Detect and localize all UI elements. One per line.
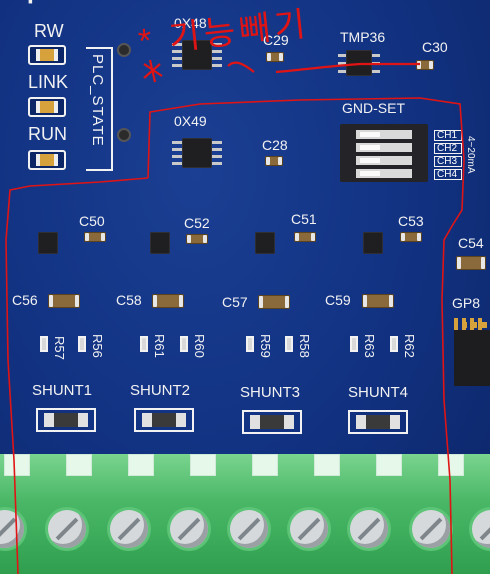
cap-c57 <box>258 295 290 309</box>
ic-0x48 <box>182 40 212 70</box>
cap-c54-label: C54 <box>458 235 484 251</box>
shunt3-label: SHUNT3 <box>240 384 301 401</box>
shunt4-label: SHUNT4 <box>348 384 409 401</box>
via-hole-1 <box>119 45 129 55</box>
cap-c52-label: C52 <box>184 215 210 231</box>
cap-c29-label: C29 <box>263 32 289 48</box>
via-hole-2 <box>119 130 129 140</box>
terminal-block <box>0 454 490 574</box>
shunt1-label: SHUNT1 <box>32 382 93 399</box>
resistor-r56 <box>78 336 86 352</box>
cap-c51-label: C51 <box>291 211 317 227</box>
cap-c54 <box>456 256 486 270</box>
terminal-screw-4 <box>170 510 208 548</box>
resistor-r60 <box>180 336 188 352</box>
top-marker: ▪ <box>28 0 33 9</box>
tmp36-label: TMP36 <box>340 29 386 45</box>
gnd-set-dip-switch[interactable] <box>340 124 428 182</box>
led-label-run: RUN <box>28 124 67 144</box>
plc-state-bracket <box>86 47 113 171</box>
resistor-r58 <box>285 336 293 352</box>
ch2-tag: CH2 <box>434 143 462 154</box>
cap-c50 <box>84 232 106 242</box>
r57-label: R57 <box>52 336 67 360</box>
cap-c52 <box>186 234 208 244</box>
gp8-label: GP8 <box>452 295 481 311</box>
terminal-screw-8 <box>412 510 450 548</box>
cap-c53-label: C53 <box>398 213 424 229</box>
r60-label: R60 <box>192 334 207 358</box>
ic-0x49 <box>182 138 212 168</box>
r61-label: R61 <box>152 334 167 358</box>
cap-c58-label: C58 <box>116 292 142 308</box>
ic-row-2 <box>150 232 170 254</box>
cap-c59-label: C59 <box>325 292 351 308</box>
resistor-r61 <box>140 336 148 352</box>
led-run <box>28 150 66 170</box>
r58-label: R58 <box>297 334 312 358</box>
terminal-screw-6 <box>290 510 328 548</box>
resistor-r63 <box>350 336 358 352</box>
ic-row-1 <box>38 232 58 254</box>
shunt1 <box>36 408 96 432</box>
terminal-screw-9 <box>472 510 490 548</box>
cap-c30-label: C30 <box>422 39 448 55</box>
ch4-tag: CH4 <box>434 169 462 180</box>
resistor-r59 <box>246 336 254 352</box>
cap-c28 <box>265 156 283 166</box>
shunt4 <box>348 410 408 434</box>
shunt2-label: SHUNT2 <box>130 382 191 399</box>
r62-label: R62 <box>402 334 417 358</box>
terminal-screw-5 <box>230 510 268 548</box>
range-label: 4~20mA <box>465 136 476 174</box>
cap-c56 <box>48 294 80 308</box>
cap-c51 <box>294 232 316 242</box>
ic-row-4 <box>363 232 383 254</box>
ic-row-3 <box>255 232 275 254</box>
cap-c58 <box>152 294 184 308</box>
terminal-screw-7 <box>350 510 388 548</box>
led-label-rw: RW <box>34 21 64 41</box>
terminal-screw-3 <box>110 510 148 548</box>
r59-label: R59 <box>258 334 273 358</box>
cap-c57-label: C57 <box>222 294 248 310</box>
led-rw <box>28 45 66 65</box>
led-link <box>28 97 66 117</box>
gp8-pins <box>454 318 484 330</box>
shunt2 <box>134 408 194 432</box>
cap-c29 <box>266 52 284 62</box>
cap-c28-label: C28 <box>262 137 288 153</box>
ic-0x48-label: 0X48 <box>174 15 207 31</box>
gnd-set-label: GND-SET <box>342 100 405 116</box>
r56-label: R56 <box>90 334 105 358</box>
shunt3 <box>242 410 302 434</box>
ch3-tag: CH3 <box>434 156 462 167</box>
resistor-r57 <box>40 336 48 352</box>
cap-c53 <box>400 232 422 242</box>
cap-c50-label: C50 <box>79 213 105 229</box>
ic-0x49-label: 0X49 <box>174 113 207 129</box>
cap-c59 <box>362 294 394 308</box>
resistor-r62 <box>390 336 398 352</box>
led-label-link: LINK <box>28 72 69 92</box>
terminal-screw-2 <box>48 510 86 548</box>
r63-label: R63 <box>362 334 377 358</box>
cap-c56-label: C56 <box>12 292 38 308</box>
plc-state-label: PLC_STATE <box>89 54 106 147</box>
